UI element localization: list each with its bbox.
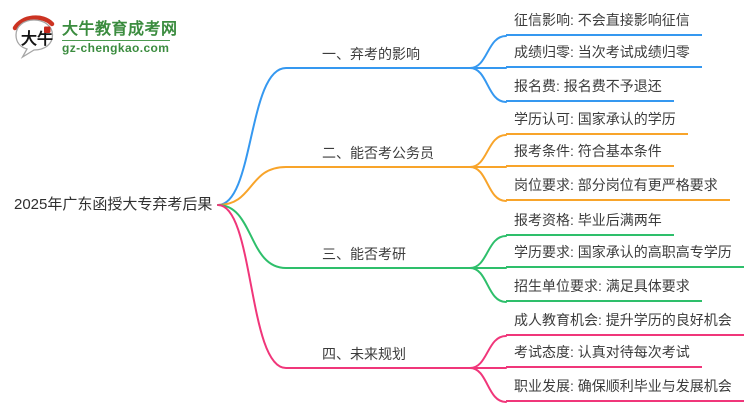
connector-line [217,67,471,206]
leaf-node-2-3: 岗位要求: 部分岗位有更严格要求 [506,178,730,201]
dainiu-speech-bubble-logo-icon: 大牛 [12,15,55,59]
leaf-node-3-2: 学历要求: 国家承认的高职高专学历 [506,245,744,268]
connector-line [217,166,471,206]
branch-node-3: 三、能否考研 [322,246,406,262]
connector-line [469,235,507,269]
svg-text:大牛: 大牛 [21,29,53,48]
connector-line [469,367,507,403]
connector-line [217,204,471,369]
leaf-node-4-2: 考试态度: 认真对待每次考试 [506,345,702,368]
connector-line [469,166,507,202]
branch-node-1: 一、弃考的影响 [322,46,420,62]
leaf-node-4-3: 职业发展: 确保顺利毕业与发展机会 [506,379,744,402]
mindmap-root-node: 2025年广东函授大专弃考后果 [14,196,213,213]
connector-line [469,35,507,69]
leaf-node-2-1: 学历认可: 国家承认的学历 [506,112,688,135]
site-logo[interactable]: 大牛 大牛教育成考网 gz-chengkao.com [10,13,178,61]
leaf-node-4-1: 成人教育机会: 提升学历的良好机会 [506,313,744,336]
leaf-node-1-3: 报名费: 报名费不予退还 [506,79,674,102]
logo-site-url: gz-chengkao.com [62,41,170,55]
leaf-node-1-1: 征信影响: 不会直接影响征信 [506,13,702,36]
leaf-node-1-2: 成绩归零: 当次考试成绩归零 [506,45,702,68]
leaf-node-3-3: 招生单位要求: 满足具体要求 [506,279,702,302]
connector-line [469,335,507,369]
logo-text-block: 大牛教育成考网 gz-chengkao.com [62,21,178,55]
branch-node-4: 四、未来规划 [322,346,406,362]
leaf-node-2-2: 报考条件: 符合基本条件 [506,144,674,167]
connector-line [469,134,507,168]
logo-site-name: 大牛教育成考网 [62,21,178,38]
connector-line [469,267,507,303]
branch-node-2: 二、能否考公务员 [322,145,434,161]
connector-line [469,67,507,103]
connector-line [217,204,471,269]
leaf-node-3-1: 报考资格: 毕业后满两年 [506,213,674,236]
logo-divider [62,40,170,41]
